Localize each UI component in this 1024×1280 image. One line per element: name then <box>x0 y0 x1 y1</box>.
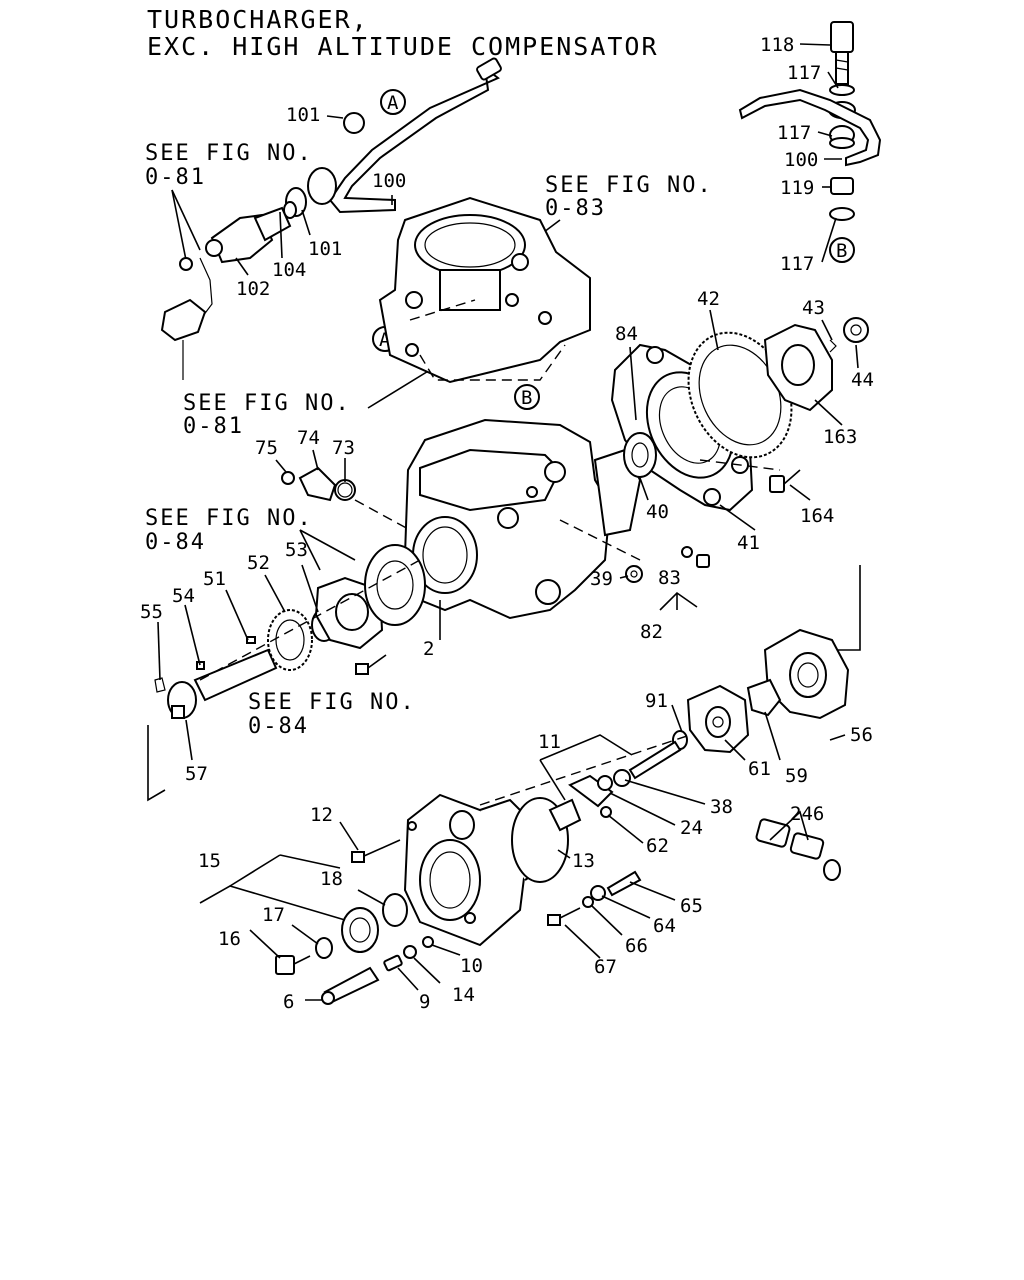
part-number-label: 54 <box>172 585 195 607</box>
part-number-label: 118 <box>760 34 794 56</box>
figure-reference-text: SEE FIG NO. <box>545 173 713 198</box>
part-number-label: 15 <box>198 850 221 872</box>
part-number-label: 164 <box>800 505 834 527</box>
part-number-label: 73 <box>332 437 355 459</box>
part-number-label: 55 <box>140 601 163 623</box>
part-number-label: 40 <box>646 501 669 523</box>
part-number-label: 117 <box>777 122 811 144</box>
part-number-label: 104 <box>272 259 306 281</box>
part-number-label: 102 <box>236 278 270 300</box>
part-number-label: 53 <box>285 539 308 561</box>
part-number-label: 65 <box>680 895 703 917</box>
marker-letter: B <box>836 240 847 262</box>
part-number-labels: 118 117 117 100 119 117 101 100 101 104 … <box>140 34 874 1013</box>
fitting-group <box>559 519 710 583</box>
marker-letter: B <box>521 387 532 409</box>
pipe-assembly-top-right <box>738 21 882 221</box>
part-number-label: 74 <box>297 427 320 449</box>
part-number-label: 100 <box>372 170 406 192</box>
part-number-label: 52 <box>247 552 270 574</box>
part-number-label: 41 <box>737 532 760 554</box>
part-number-label: 64 <box>653 915 676 937</box>
part-number-label: 38 <box>710 796 733 818</box>
part-number-label: 17 <box>262 904 285 926</box>
part-number-label: 101 <box>308 238 342 260</box>
figure-reference-number: 0-83 <box>545 196 606 221</box>
governor-shaft-assembly <box>154 544 426 719</box>
figure-reference-number: 0-81 <box>145 165 206 190</box>
cover-plate-group <box>281 466 411 531</box>
part-number-label: 44 <box>851 369 874 391</box>
part-number-label: 101 <box>286 104 320 126</box>
part-number-label: 84 <box>615 323 638 345</box>
part-number-label: 10 <box>460 955 483 977</box>
pump-housing <box>403 418 642 620</box>
part-number-label: 82 <box>640 621 663 643</box>
marker-letter: A <box>387 92 399 114</box>
figure-reference-text: SEE FIG NO. <box>145 506 313 531</box>
part-number-label: 11 <box>538 731 561 753</box>
figure-reference-text: SEE FIG NO. <box>145 141 313 166</box>
part-number-label: 39 <box>590 568 613 590</box>
marker-a-top: A <box>380 89 406 115</box>
part-number-label: 75 <box>255 437 278 459</box>
part-number-label: 14 <box>452 984 475 1006</box>
part-number-label: 6 <box>283 991 294 1013</box>
part-number-label: 24 <box>680 817 703 839</box>
part-number-label: 56 <box>850 724 873 746</box>
figure-reference-4: SEE FIG NO. 0-84 <box>145 506 313 555</box>
part-number-label: 18 <box>320 868 343 890</box>
part-number-label: 2 <box>423 638 434 660</box>
figure-reference-number: 0-84 <box>248 714 309 739</box>
part-number-label: 117 <box>780 253 814 275</box>
part-number-label: 12 <box>310 804 333 826</box>
part-number-label: 61 <box>748 758 771 780</box>
marker-b-right: B <box>829 237 855 263</box>
part-number-label: 67 <box>594 956 617 978</box>
part-number-label: 51 <box>203 568 226 590</box>
figure-reference-text: SEE FIG NO. <box>248 690 416 715</box>
part-number-label: 91 <box>645 690 668 712</box>
diagram-title-line2: EXC. HIGH ALTITUDE COMPENSATOR <box>147 32 659 61</box>
part-number-label: 163 <box>823 426 857 448</box>
coupling-assembly <box>628 628 850 881</box>
figure-reference-5: SEE FIG NO. 0-84 <box>248 690 416 739</box>
figure-reference-text: SEE FIG NO. <box>183 391 351 416</box>
diagram-title-line1: TURBOCHARGER, <box>147 5 369 34</box>
figure-reference-3: SEE FIG NO. 0-81 <box>183 391 351 439</box>
intake-cover-assembly <box>378 196 591 384</box>
figure-reference-number: 0-84 <box>145 530 206 555</box>
part-number-label: 62 <box>646 835 669 857</box>
drive-gear-assembly <box>610 317 869 512</box>
part-number-label: 9 <box>419 991 430 1013</box>
part-number-label: 83 <box>658 567 681 589</box>
part-number-label: 57 <box>185 763 208 785</box>
bracket-lines <box>147 565 861 802</box>
part-number-label: 117 <box>787 62 821 84</box>
part-number-label: 119 <box>780 177 814 199</box>
figure-reference-2: SEE FIG NO. 0-83 <box>545 173 713 221</box>
figure-reference-1: SEE FIG NO. 0-81 <box>145 141 313 190</box>
part-number-label: 246 <box>790 803 824 825</box>
part-number-label: 66 <box>625 935 648 957</box>
part-number-label: 42 <box>697 288 720 310</box>
part-leaders <box>157 43 859 1001</box>
feed-pump-body <box>275 734 691 1005</box>
part-number-label: 16 <box>218 928 241 950</box>
figure-reference-number: 0-81 <box>183 414 244 439</box>
part-number-label: 43 <box>802 297 825 319</box>
part-number-label: 59 <box>785 765 808 787</box>
part-number-label: 13 <box>572 850 595 872</box>
part-number-label: 100 <box>784 149 818 171</box>
boost-pipe-and-switch <box>160 57 502 380</box>
marker-b-housing: B <box>514 384 540 410</box>
